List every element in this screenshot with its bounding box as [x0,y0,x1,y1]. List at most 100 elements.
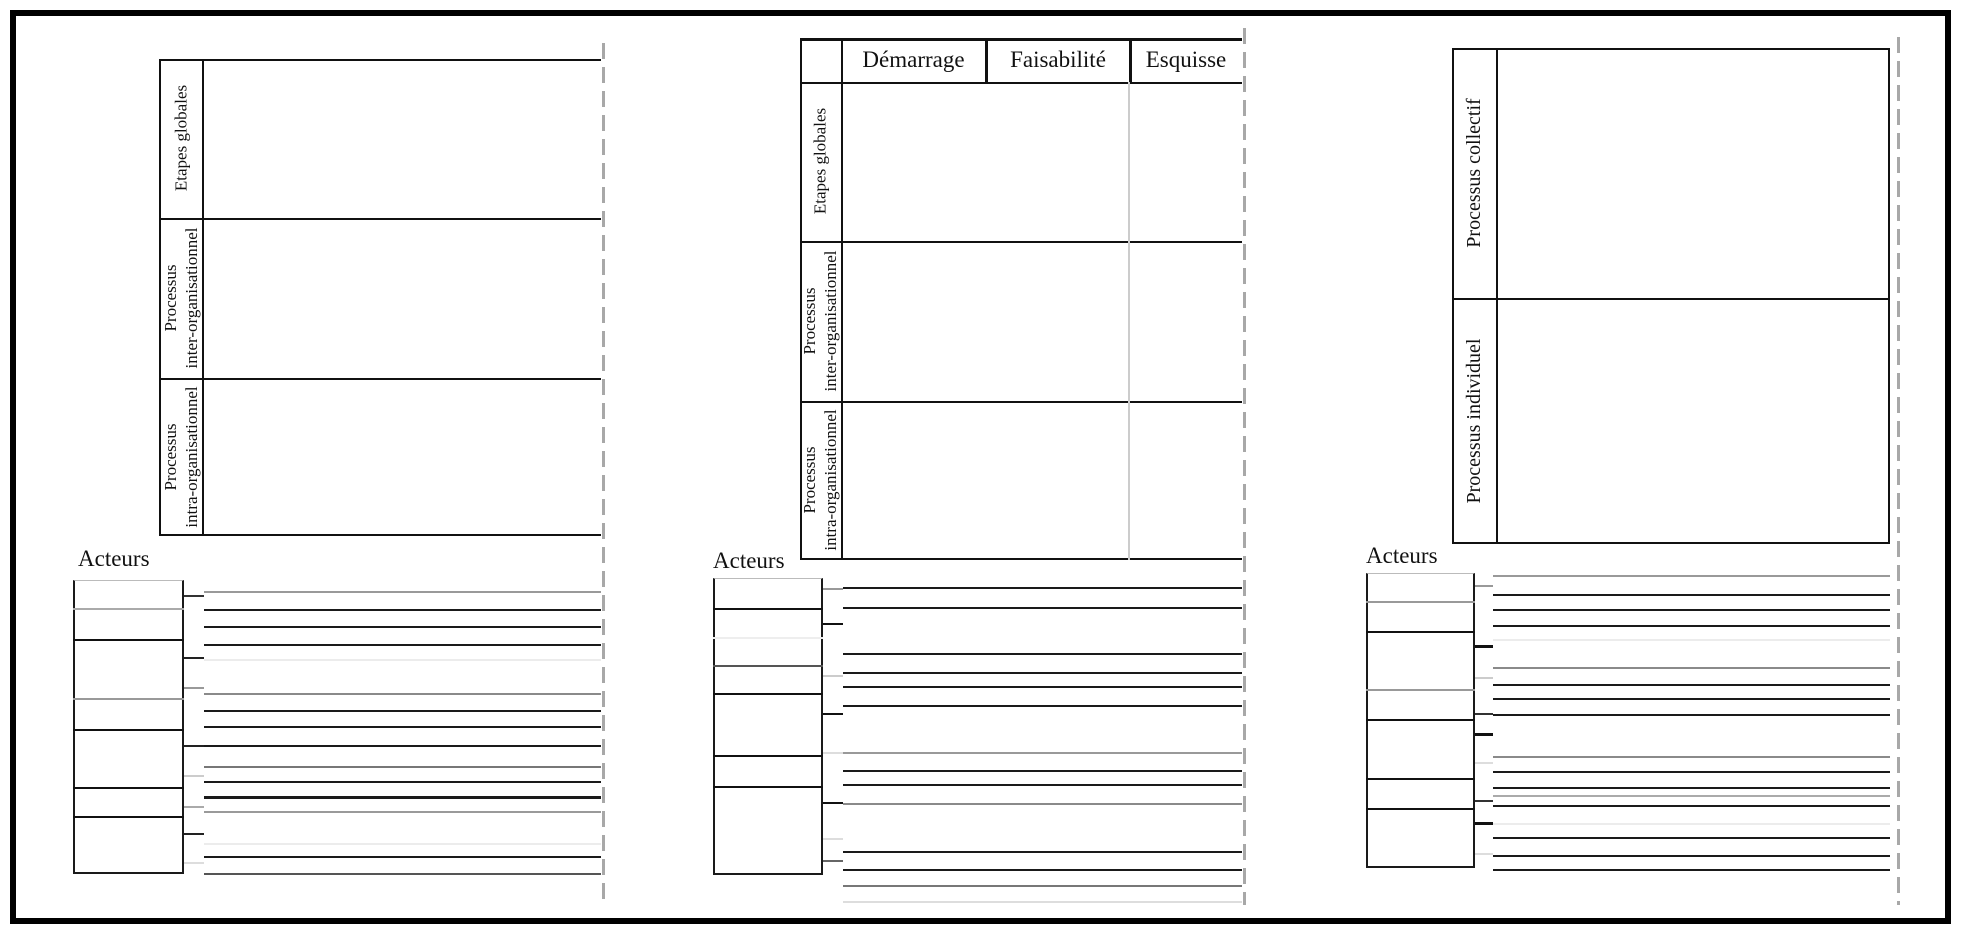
acteurs-label: Acteurs [713,548,785,573]
actor-row-divider [1366,808,1475,810]
actor-tick [1475,677,1493,679]
actor-timeline-line [1493,805,1890,807]
actor-timeline-line [204,766,601,768]
cut-dashed-line [602,43,605,900]
actor-timeline-line [843,851,1242,853]
actor-row-divider [713,693,823,695]
row-label: Etapes globales [171,85,192,191]
header-cell-divider [985,38,988,82]
actor-timeline-line [204,726,601,728]
actor-tick [823,588,843,590]
actor-timeline-line [1493,684,1890,686]
actor-timeline-line [1493,639,1890,641]
actor-timeline-line [843,686,1242,688]
row-label-line: Processus [800,287,819,355]
actor-timeline-line [204,644,601,646]
actor-timeline-line [1493,698,1890,700]
phase-continuation-line [1128,82,1130,560]
actor-row-divider [713,608,823,610]
row-label-line: Processus individuel [1463,338,1485,504]
actor-timeline-line [1493,609,1890,611]
actor-timeline-line [1493,795,1890,797]
actor-tick [1475,822,1493,825]
actor-tick [184,595,204,597]
actor-tick [1475,733,1493,736]
actor-tick [1475,853,1493,855]
row-label: Processus collectif [1462,98,1486,247]
actor-timeline-line [204,609,601,611]
phase-header-label: Faisabilité [1010,47,1106,72]
cut-dashed-line [1897,37,1900,905]
process-table-outline [159,59,601,536]
row-divider [800,241,1242,243]
label-column-divider [1496,48,1498,544]
actor-timeline-line [1493,625,1890,627]
actor-tick [823,675,843,677]
actor-row-divider [73,608,184,610]
actor-row-divider [1366,631,1475,633]
actor-tick [823,623,843,625]
phase-header-label: Démarrage [862,47,965,72]
actor-tick [823,838,843,840]
actor-timeline-line [204,811,601,813]
outer-frame [10,10,1951,924]
actor-timeline-line [204,856,601,858]
header-bottom-border [800,82,1242,84]
actor-timeline-line [843,869,1242,871]
actor-timeline-line [204,796,601,799]
actor-timeline-line [204,693,601,695]
actor-row-divider [713,665,823,667]
actor-tick [184,862,204,864]
actor-tick [1475,762,1493,764]
actor-timeline-line [843,784,1242,786]
row-label-line: intra-organisationnel [182,386,201,528]
actor-box [73,580,184,874]
actor-tick [823,802,843,804]
actor-timeline-line [204,873,601,875]
actor-tick [823,713,843,715]
process-table-outline [800,38,1242,560]
actor-timeline-line [843,885,1242,887]
actor-timeline-line [204,591,601,593]
actor-row-divider [73,729,184,731]
actor-timeline-line [204,843,601,845]
actor-timeline-line [843,803,1242,805]
acteurs-label: Acteurs [1366,543,1438,568]
actor-timeline-line [843,672,1242,674]
actor-tick [184,745,204,747]
actor-row-divider [73,698,184,700]
actor-timeline-line [843,653,1242,655]
row-label-line: Etapes globales [171,84,191,192]
actor-row-divider [713,637,823,639]
actor-timeline-line [204,710,601,712]
actor-row-divider [713,786,823,788]
row-divider [159,378,601,380]
row-divider [1452,298,1890,300]
acteurs-label: Acteurs [78,546,150,571]
actor-timeline-line [843,705,1242,707]
actor-timeline-line [1493,575,1890,577]
actor-timeline-line [1493,823,1890,825]
actor-timeline-line [843,587,1242,589]
actor-timeline-line [1493,869,1890,871]
actor-row-divider [73,787,184,789]
label-column-divider [202,59,204,536]
actor-tick [184,687,204,689]
actor-timeline-line [204,781,601,783]
actor-timeline-line [1493,594,1890,596]
row-label-line: Processus collectif [1463,98,1485,248]
row-label-line: intra-organisationnel [821,409,840,551]
row-divider [800,401,1242,403]
row-label-line: Processus [800,446,819,514]
actor-row-divider [1366,689,1475,691]
cut-dashed-line [1243,28,1246,905]
actor-timeline-line [1493,837,1890,839]
actor-row-divider [73,816,184,818]
actor-box [713,578,823,875]
actor-tick [184,806,204,808]
actor-timeline-line [1493,714,1890,716]
